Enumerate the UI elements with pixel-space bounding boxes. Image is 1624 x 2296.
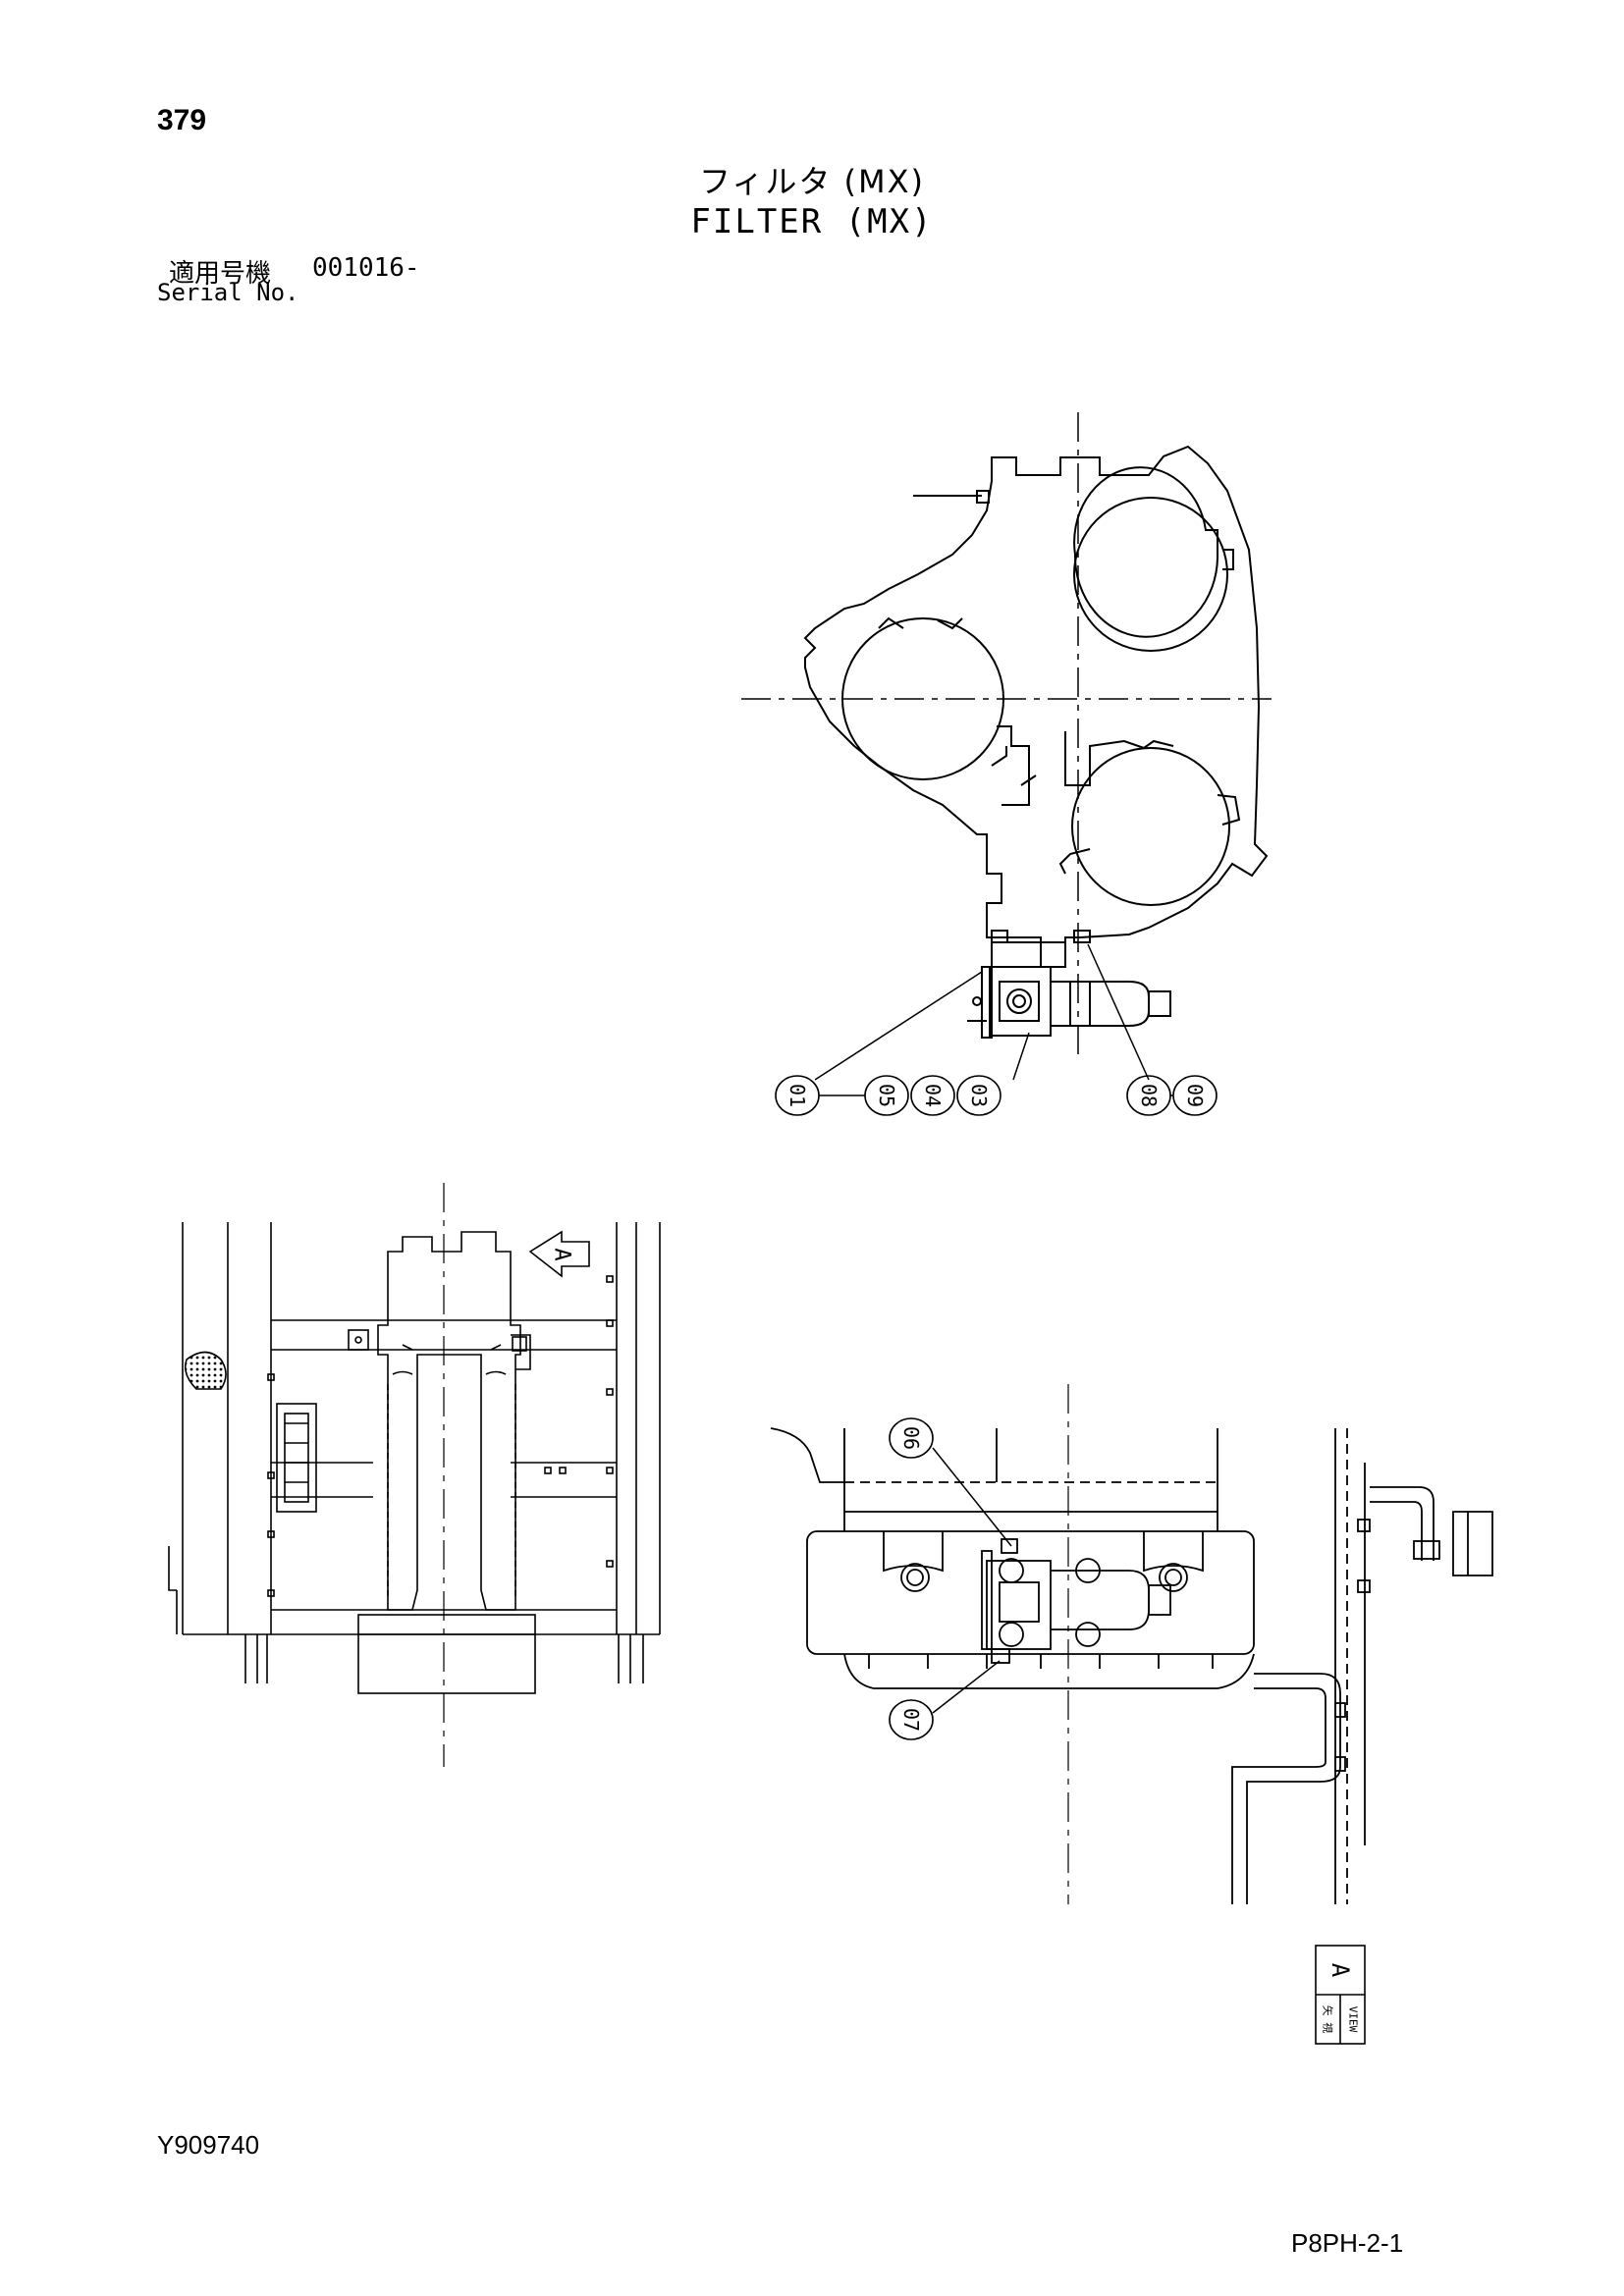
- callout-06: 06: [899, 1426, 923, 1450]
- view-arrow-letter: A: [550, 1248, 574, 1260]
- top-view: [741, 412, 1272, 1081]
- serial-value: 001016-: [312, 253, 420, 283]
- callout-04-balloon: [910, 1075, 955, 1116]
- sheet-code: P8PH-2-1: [1291, 2228, 1404, 2258]
- view-box-japanese: 矢 視: [1322, 2005, 1335, 2034]
- callout-07-balloon: [889, 1699, 934, 1740]
- view-box-letter: A: [1326, 1963, 1354, 1978]
- document-code: Y909740: [157, 2130, 260, 2160]
- view-box-english: VIEW: [1347, 2006, 1360, 2033]
- callout-07: 07: [899, 1708, 923, 1732]
- page-number: 379: [157, 104, 207, 136]
- callout-03-balloon: [956, 1075, 1001, 1116]
- serial-label-english: Serial No.: [157, 279, 299, 306]
- callout-03: 03: [967, 1084, 991, 1107]
- frame-view: [168, 1183, 661, 1767]
- title-japanese: フィルタ (MX): [698, 163, 926, 200]
- view-a-box: [1315, 1945, 1366, 2045]
- filter-mount-view: [770, 1384, 1493, 1904]
- title-english: FILTER (MX): [690, 202, 934, 241]
- callout-01: 01: [785, 1084, 809, 1107]
- callout-04: 04: [921, 1084, 945, 1107]
- callout-06-balloon: [889, 1417, 934, 1459]
- callout-05: 05: [875, 1084, 898, 1107]
- callout-08: 08: [1137, 1084, 1161, 1107]
- callout-09: 09: [1183, 1084, 1207, 1107]
- serial-label-japanese: 適用号機: [169, 259, 272, 289]
